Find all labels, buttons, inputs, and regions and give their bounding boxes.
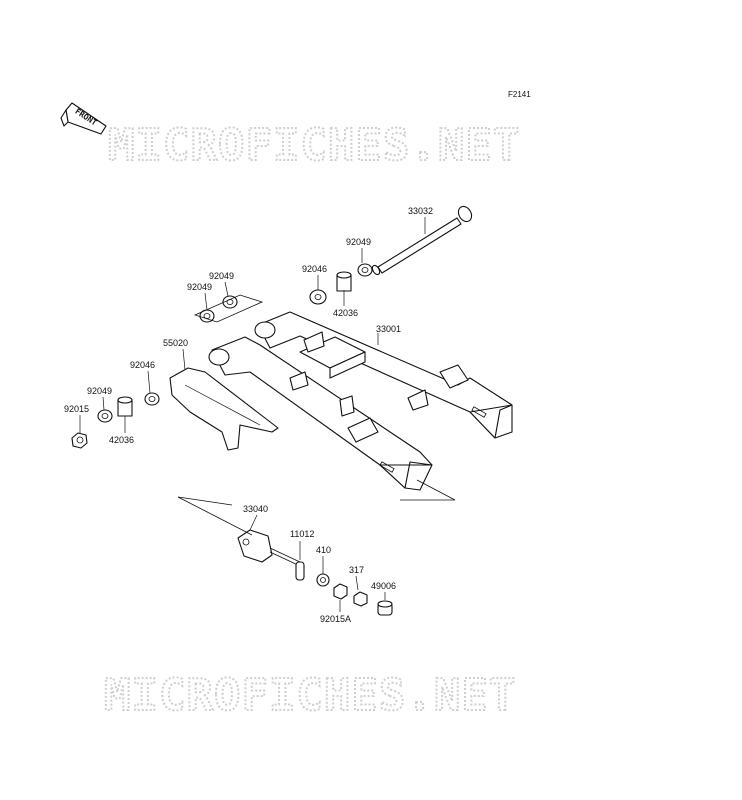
label-42036-left: 42036 bbox=[109, 435, 134, 445]
front-arrow-icon: FRONT bbox=[60, 102, 107, 135]
label-55020: 55020 bbox=[163, 338, 188, 348]
watermark-top: MICROFICHES.NET bbox=[108, 120, 520, 171]
label-42036-top: 42036 bbox=[333, 308, 358, 318]
bushing-top-group bbox=[193, 263, 373, 323]
leader-lines bbox=[79, 217, 426, 612]
label-92049-b: 92049 bbox=[187, 282, 212, 292]
label-92049-a: 92049 bbox=[209, 271, 234, 281]
axle-part bbox=[371, 205, 473, 276]
part-labels: 33032 92049 92046 42036 33001 92049 9204… bbox=[64, 206, 433, 624]
figure-code: F2141 bbox=[508, 90, 531, 99]
label-33001: 33001 bbox=[376, 324, 401, 334]
label-33032: 33032 bbox=[408, 206, 433, 216]
label-92015A: 92015A bbox=[320, 614, 351, 624]
chain-adjuster-group bbox=[177, 479, 456, 616]
label-317: 317 bbox=[349, 565, 364, 575]
watermark-bottom: MICROFICHES.NET bbox=[104, 670, 516, 721]
label-33040: 33040 bbox=[243, 504, 268, 514]
chain-guard-part bbox=[169, 367, 279, 451]
label-410: 410 bbox=[316, 545, 331, 555]
label-92049-top: 92049 bbox=[346, 237, 371, 247]
label-11012: 11012 bbox=[290, 529, 314, 539]
label-92046-left: 92046 bbox=[130, 360, 155, 370]
swing-arm-part bbox=[208, 311, 513, 491]
bushing-left-group bbox=[71, 392, 160, 449]
label-92015: 92015 bbox=[64, 404, 89, 414]
label-49006: 49006 bbox=[371, 581, 396, 591]
label-92049-left: 92049 bbox=[87, 386, 112, 396]
label-92046-top: 92046 bbox=[302, 264, 327, 274]
